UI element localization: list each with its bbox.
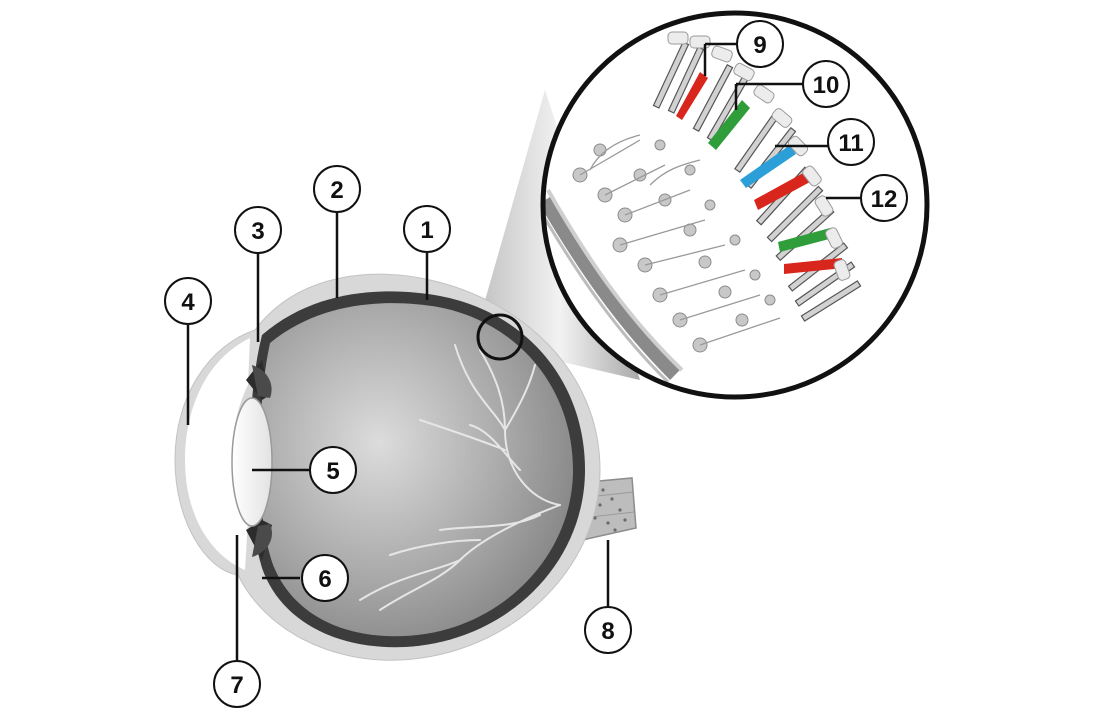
callout-3-label: 3 — [251, 218, 264, 245]
callout-11: 11 — [827, 118, 875, 166]
red-cone-1 — [676, 72, 708, 120]
cornea — [185, 338, 250, 570]
callout-4: 4 — [164, 277, 212, 325]
callout-6: 6 — [301, 554, 349, 602]
callout-1: 1 — [403, 205, 451, 253]
green-cone-2 — [778, 228, 833, 252]
lens — [231, 397, 273, 527]
callout-8-label: 8 — [601, 618, 614, 645]
callout-11-label: 11 — [838, 130, 863, 157]
callout-10: 10 — [802, 60, 850, 108]
callout-12-label: 12 — [871, 186, 898, 213]
iris — [246, 360, 272, 560]
callout-5: 5 — [309, 446, 357, 494]
retinal-blood-vessels — [359, 344, 561, 611]
callout-10-label: 10 — [813, 72, 840, 99]
callout-4-label: 4 — [181, 289, 195, 316]
green-cone-1 — [708, 100, 750, 150]
callout-2: 2 — [313, 165, 361, 213]
callout-2-label: 2 — [330, 177, 343, 204]
callout-9: 9 — [736, 20, 784, 68]
leader-lines — [186, 44, 860, 660]
callout-9-label: 9 — [753, 32, 766, 59]
vitreous-body — [260, 303, 573, 637]
callout-6-label: 6 — [318, 566, 331, 593]
callout-1-label: 1 — [420, 217, 433, 244]
callout-8: 8 — [584, 606, 632, 654]
callout-7: 7 — [213, 660, 261, 708]
red-cone-2 — [754, 172, 810, 210]
callout-7-label: 7 — [230, 672, 243, 699]
magnification-origin-circle — [476, 313, 524, 361]
callout-5-label: 5 — [326, 458, 339, 485]
callout-3: 3 — [234, 206, 282, 254]
red-cone-3 — [784, 258, 844, 274]
retina-magnified-inset — [540, 10, 930, 400]
blue-cone — [740, 145, 796, 188]
callout-12: 12 — [860, 174, 908, 222]
magnifier-ring — [540, 10, 930, 400]
